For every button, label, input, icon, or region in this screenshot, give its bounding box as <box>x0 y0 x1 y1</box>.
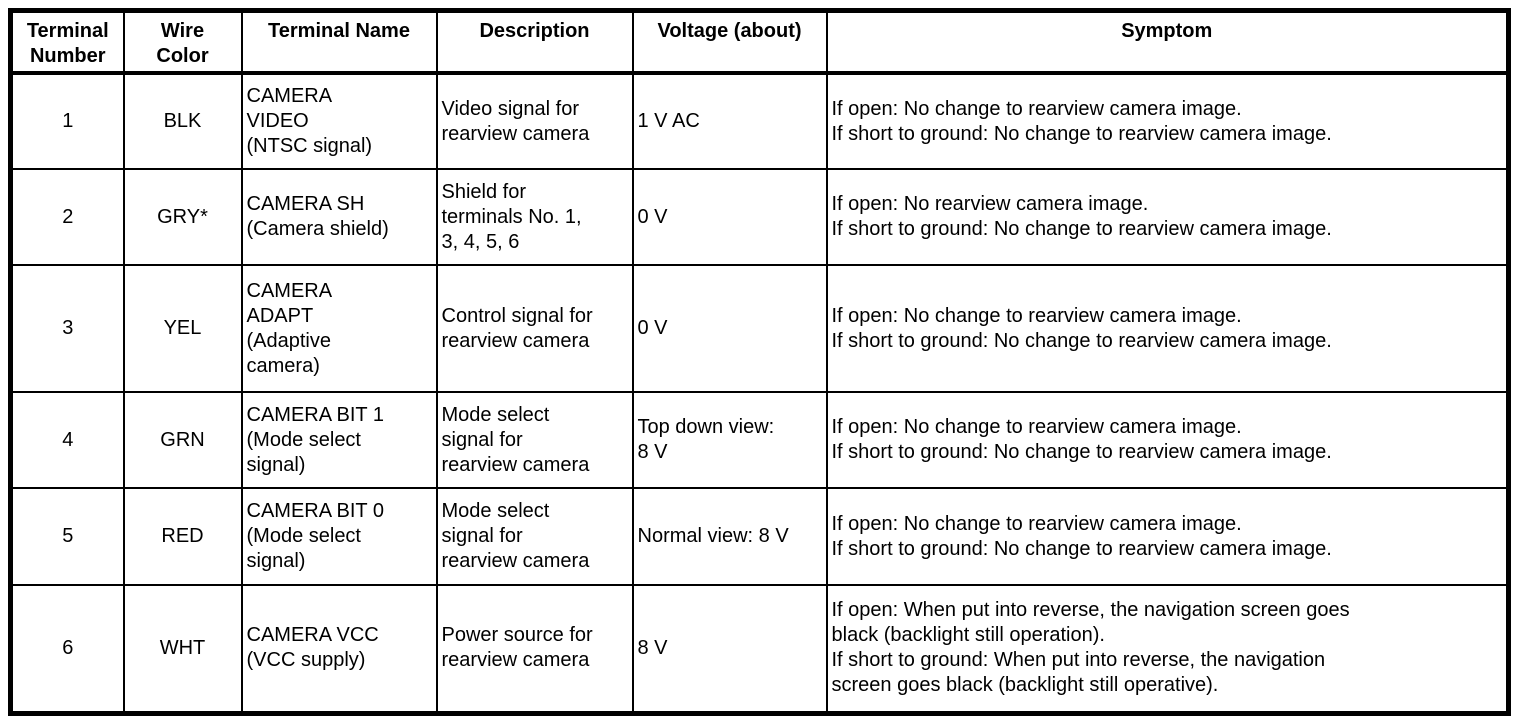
cell-terminal-name: CAMERA VIDEO (NTSC signal) <box>240 72 438 170</box>
cell-terminal-name: CAMERA BIT 1 (Mode select signal) <box>240 391 438 489</box>
table-row: 6 WHT CAMERA VCC (VCC supply) Power sour… <box>9 584 1510 714</box>
cell-description: Mode select signal for rearview camera <box>435 391 634 489</box>
cell-terminal-name: CAMERA VCC (VCC supply) <box>240 584 438 714</box>
table-row: 2 GRY* CAMERA SH (Camera shield) Shield … <box>9 168 1510 266</box>
column-header-voltage: Voltage (about) <box>631 9 828 75</box>
cell-terminal-number: 5 <box>9 487 125 586</box>
cell-symptom: If open: No change to rearview camera im… <box>825 487 1510 586</box>
cell-voltage: 0 V <box>631 264 828 393</box>
cell-wire-color: RED <box>122 487 243 586</box>
column-header-terminal-number: Terminal Number <box>9 9 125 75</box>
column-header-symptom: Symptom <box>825 9 1510 75</box>
cell-terminal-number: 1 <box>9 72 125 170</box>
cell-symptom: If open: No change to rearview camera im… <box>825 264 1510 393</box>
cell-voltage: Top down view: 8 V <box>631 391 828 489</box>
table-row: 3 YEL CAMERA ADAPT (Adaptive camera) Con… <box>9 264 1510 393</box>
column-header-description: Description <box>435 9 634 75</box>
cell-description: Shield for terminals No. 1, 3, 4, 5, 6 <box>435 168 634 266</box>
cell-voltage: 0 V <box>631 168 828 266</box>
cell-symptom: If open: No change to rearview camera im… <box>825 72 1510 170</box>
terminal-pinout-table: Terminal Number Wire Color Terminal Name… <box>8 8 1511 716</box>
cell-terminal-number: 2 <box>9 168 125 266</box>
table-row: 4 GRN CAMERA BIT 1 (Mode select signal) … <box>9 391 1510 489</box>
column-header-wire-color: Wire Color <box>122 9 243 75</box>
cell-symptom: If open: No rearview camera image. If sh… <box>825 168 1510 266</box>
cell-description: Power source for rearview camera <box>435 584 634 714</box>
cell-voltage: Normal view: 8 V <box>631 487 828 586</box>
cell-terminal-name: CAMERA ADAPT (Adaptive camera) <box>240 264 438 393</box>
cell-wire-color: YEL <box>122 264 243 393</box>
cell-description: Mode select signal for rearview camera <box>435 487 634 586</box>
cell-wire-color: BLK <box>122 72 243 170</box>
cell-terminal-number: 6 <box>9 584 125 714</box>
cell-terminal-number: 3 <box>9 264 125 393</box>
cell-description: Video signal for rearview camera <box>435 72 634 170</box>
cell-wire-color: WHT <box>122 584 243 714</box>
table-row: 5 RED CAMERA BIT 0 (Mode select signal) … <box>9 487 1510 586</box>
cell-symptom: If open: No change to rearview camera im… <box>825 391 1510 489</box>
header-row: Terminal Number Wire Color Terminal Name… <box>9 9 1510 75</box>
column-header-terminal-name: Terminal Name <box>240 9 438 75</box>
cell-voltage: 8 V <box>631 584 828 714</box>
cell-wire-color: GRY* <box>122 168 243 266</box>
cell-terminal-name: CAMERA BIT 0 (Mode select signal) <box>240 487 438 586</box>
table-row: 1 BLK CAMERA VIDEO (NTSC signal) Video s… <box>9 72 1510 170</box>
cell-wire-color: GRN <box>122 391 243 489</box>
cell-description: Control signal for rearview camera <box>435 264 634 393</box>
cell-terminal-name: CAMERA SH (Camera shield) <box>240 168 438 266</box>
cell-voltage: 1 V AC <box>631 72 828 170</box>
cell-symptom: If open: When put into reverse, the navi… <box>825 584 1510 714</box>
cell-terminal-number: 4 <box>9 391 125 489</box>
